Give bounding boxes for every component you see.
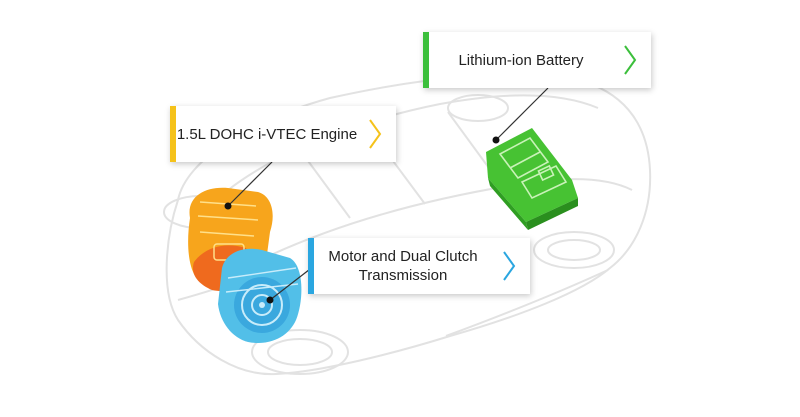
motor-illustration: [218, 248, 302, 344]
battery-callout[interactable]: Lithium-ion Battery: [423, 32, 651, 88]
chevron-right-icon: [364, 116, 386, 152]
engine-callout-label: 1.5L DOHC i-VTEC Engine: [176, 125, 358, 143]
chevron-right-icon: [619, 42, 641, 78]
battery-callout-label: Lithium-ion Battery: [458, 51, 584, 69]
motor-transmission-callout[interactable]: Motor and Dual Clutch Transmission: [308, 238, 530, 294]
battery-illustration: [486, 128, 578, 230]
engine-accent-bar: [170, 106, 176, 162]
battery-accent-bar: [423, 32, 429, 88]
leader-lines: [227, 87, 549, 301]
motor-accent-bar: [308, 238, 314, 294]
motor-callout-label: Motor and Dual Clutch Transmission: [328, 248, 478, 284]
pointer-dot-icon: [224, 136, 500, 304]
chevron-right-icon: [498, 248, 520, 284]
engine-callout[interactable]: 1.5L DOHC i-VTEC Engine: [170, 106, 396, 162]
